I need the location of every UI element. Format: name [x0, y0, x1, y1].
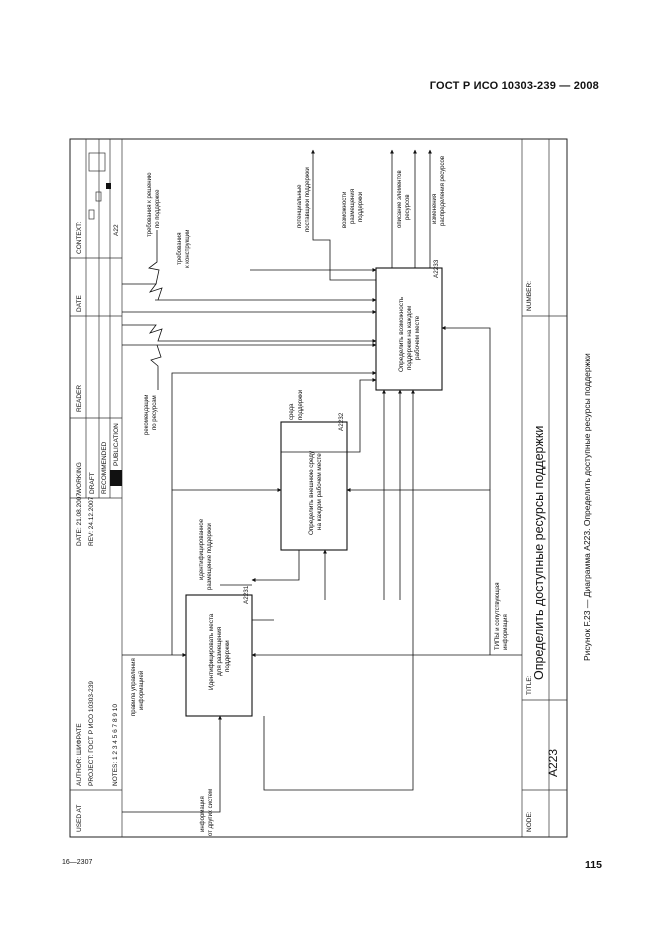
- box-a2233-text-3: рабочем месте: [413, 315, 421, 360]
- arrow-mech-ips-a2233: [441, 326, 491, 490]
- label-env-2: поддержки: [298, 390, 304, 420]
- label-req-design-1: требования: [177, 233, 183, 266]
- lightning-support: [148, 230, 160, 285]
- rev-label: REV: 24.12.2007: [88, 496, 95, 546]
- arrow-ctrl-req-support: [122, 283, 163, 301]
- date-label: DATE: 21.08.2007: [76, 493, 83, 546]
- title-label: TITLE:: [526, 675, 533, 695]
- publication-mark: [110, 470, 122, 486]
- label-ips-2: информация: [503, 614, 509, 650]
- arrow-env: [280, 378, 377, 490]
- label-capability-2: размещения: [350, 189, 356, 224]
- box-a2232-text-2: на каждом рабочем месте: [315, 453, 323, 530]
- box-a2233-text-2: поддержки на каждом: [406, 306, 413, 370]
- label-ctrl-mgmt-1: правила управления: [131, 658, 137, 716]
- page-number: 115: [585, 859, 602, 871]
- recommended-label: RECOMMENDED: [101, 441, 108, 494]
- label-req-support-1: требования к решению: [147, 172, 153, 237]
- node-number: A223: [546, 749, 560, 777]
- label-potential-1: потенциальные: [297, 184, 303, 228]
- arrow-input-info: [122, 715, 222, 813]
- box-a2233: [375, 267, 443, 391]
- label-capability-1: возможности: [342, 192, 348, 228]
- label-capability-3: поддержки: [358, 192, 364, 222]
- box-a2231-text-2: для размещения: [216, 627, 223, 676]
- context-box-4: [106, 183, 111, 189]
- footer-code: 16—2307: [62, 859, 93, 866]
- box-a2232-text-1: Определить внешнюю среду: [308, 450, 315, 535]
- label-ips-1: ТИПЫ и сопутствующая: [495, 583, 501, 650]
- arrow-ctrl-resources: [122, 324, 377, 343]
- box-a2231: [185, 594, 253, 717]
- arrow-call-bottom: [263, 389, 415, 791]
- page-header: ГОСТ Р ИСО 10303-239 — 2008: [429, 80, 599, 92]
- lightning-resources: [150, 344, 162, 390]
- context-label: CONTEXT:: [76, 222, 83, 254]
- title-strip: [521, 139, 567, 837]
- publication-label: PUBLICATION: [113, 423, 120, 466]
- notes-label: NOTES: 1 2 3 4 5 6 7 8 9 10: [112, 704, 119, 786]
- label-placement-1: идентифицированное: [199, 518, 205, 580]
- context-box-2: [88, 209, 95, 220]
- author-label: AUTHOR: ШИФРАТЕ: [76, 723, 83, 786]
- context-box-1: [88, 152, 106, 172]
- label-changes-1: изменения: [432, 194, 438, 224]
- label-potential-2: поставщики поддержки: [305, 167, 311, 232]
- context-box-3: [95, 191, 102, 202]
- reader-label: READER: [76, 385, 83, 412]
- label-env-1: среда: [289, 403, 295, 420]
- box-a2231-text-1: Идентифицировать места: [208, 613, 215, 690]
- used-at-label: USED AT: [76, 805, 83, 832]
- draft-label: DRAFT: [89, 472, 96, 494]
- arrow-placement-link: [251, 550, 300, 582]
- frame-border: [69, 138, 568, 838]
- context-node: A22: [113, 224, 120, 236]
- label-resources-1: рекомендации: [144, 395, 150, 435]
- label-in-info-1: информация: [200, 796, 206, 832]
- arrow-out-potential: [311, 149, 376, 281]
- label-changes-2: распределения ресурсов: [440, 156, 446, 226]
- working-label: WORKING: [76, 462, 83, 494]
- box-a2232: [280, 421, 348, 551]
- label-placement-2: размещение поддержки: [207, 523, 213, 590]
- label-in-info-2: от других систем: [208, 789, 214, 836]
- box-a2231-id: A2231: [243, 585, 250, 604]
- label-resources-2: по ресурсам: [152, 395, 158, 430]
- header-strip: [70, 139, 123, 837]
- node-label: NODE:: [526, 811, 533, 832]
- box-a2233-text-1: Определить возможность: [398, 296, 405, 372]
- label-elements-2: ресурсов: [405, 194, 411, 220]
- box-a2231-text-3: поддержки: [224, 640, 231, 672]
- arrow-ctrl-mgmt-a2233: [171, 371, 377, 490]
- label-elements-1: описание элементов: [397, 170, 403, 228]
- label-ctrl-mgmt-2: информацией: [138, 671, 145, 710]
- diagram-title: Определить доступные ресурсы поддержки: [532, 426, 546, 680]
- label-req-design-2: к конструкции: [185, 230, 191, 268]
- arrow-mech-ips-a2232: [346, 488, 491, 655]
- box-a2233-id: A2233: [433, 259, 440, 278]
- date2-label: DATE: [76, 294, 83, 312]
- box-a2232-id: A2232: [338, 412, 345, 431]
- label-req-support-2: по поддержке: [155, 189, 161, 228]
- project-label: PROJECT: ГОСТ Р ИСО 10303-239: [88, 681, 95, 786]
- number-label: NUMBER:: [526, 281, 533, 311]
